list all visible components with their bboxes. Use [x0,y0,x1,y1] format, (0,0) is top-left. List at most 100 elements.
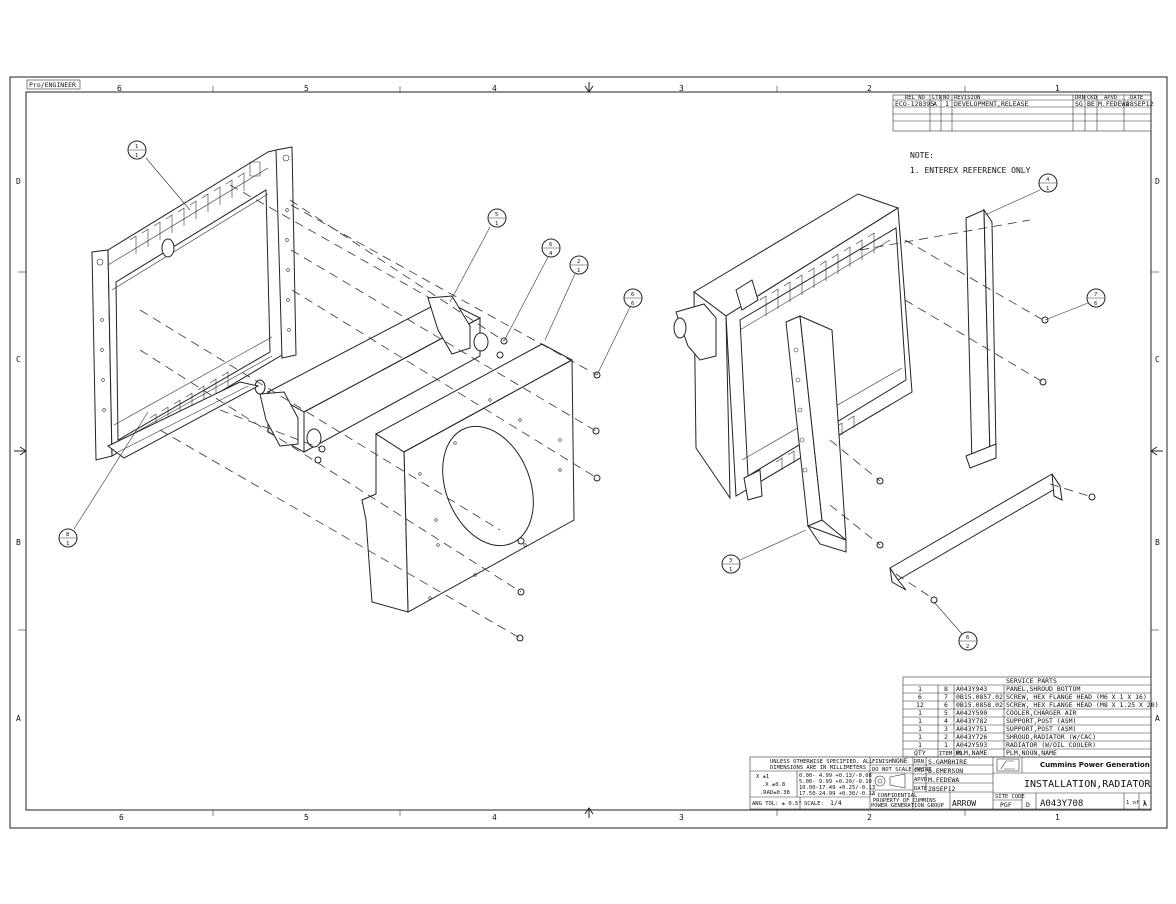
service-parts-row: 1 8 A043Y943 PANEL,SHROUD BOTTOM [918,685,1080,693]
rev-header: DRN [1075,95,1085,101]
svg-text:1: 1 [918,709,922,717]
tol-range: 0.00- 4.99 +0.13/-0.08 [799,773,872,779]
rev-header: REL NO [905,95,925,101]
svg-text:SUPPORT,POST (ASM): SUPPORT,POST (ASM) [1006,717,1076,725]
drn-name: S.GAMBHIRE [928,758,967,766]
tol-header: UNLESS OTHERWISE SPECIFIED, ALL [770,759,873,765]
projection-symbol-icon [874,773,906,789]
service-parts-row: 1 1 A042Y593 RADIATOR (W/OIL COOLER) [918,741,1096,749]
site-code: SITE CODE [995,794,1025,800]
service-parts-row: 12 6 0B15.0858.02 SCREW, HEX FLANGE HEAD… [916,701,1159,709]
svg-text:6: 6 [631,301,634,307]
svg-text:1: 1 [495,221,498,227]
svg-text:7: 7 [1094,292,1097,298]
zone-label: 3 [679,813,684,822]
confidential-line: PROPERTY OF CUMMINS [873,798,936,804]
svg-text:A043Y751: A043Y751 [956,725,987,733]
scale-label: SCALE: [804,801,824,807]
cummins-logo-icon [996,758,1020,772]
svg-text:12: 12 [916,701,924,709]
svg-text:PLM,NAME: PLM,NAME [956,749,987,757]
zone-label: 2 [867,84,872,93]
rev-header: NO [943,95,950,101]
zone-ticks [18,86,1159,816]
zone-label: B [16,538,21,547]
zone-label: 5 [304,84,309,93]
drawing-title: INSTALLATION,RADIATOR [1024,779,1151,790]
svg-text:QTY: QTY [914,749,926,757]
charge-air-cooler [259,295,489,453]
svg-text:1: 1 [918,733,922,741]
svg-text:5: 5 [495,212,498,218]
do-not-scale: DO NOT SCALE PRINT [872,767,932,773]
software-tag-box [26,79,81,90]
svg-text:2: 2 [966,644,969,650]
svg-text:1: 1 [135,144,138,150]
svg-text:COOLER,CHARGER AIR: COOLER,CHARGER AIR [1006,709,1077,717]
zone-labels-side: D C B A D C B A [16,177,1160,723]
rev-cell: 1 [945,100,949,108]
zone-labels-bottom: 6 5 4 3 2 1 [119,813,1060,822]
svg-text:0B15.0857.02: 0B15.0857.02 [956,693,1003,701]
svg-text:7: 7 [944,693,948,701]
apvd-label: APVD [914,777,927,783]
svg-text:SUPPORT,POST (ASM): SUPPORT,POST (ASM) [1006,725,1076,733]
svg-text:3: 3 [944,725,948,733]
zone-label: 3 [679,84,684,93]
svg-text:A043Y726: A043Y726 [956,733,987,741]
svg-text:1: 1 [1046,186,1049,192]
zone-label: A [16,714,21,723]
screws-left [314,337,601,642]
tol-range: 17.50-24.99 +0.30/-0.13 [799,791,875,797]
confidential-line: POWER GENERATION GROUP [871,803,945,809]
zone-label: A [1155,714,1160,723]
service-parts-row: 1 3 A043Y751 SUPPORT,POST (ASM) [918,725,1076,733]
svg-text:1: 1 [918,725,922,733]
zone-label: 6 [119,813,124,822]
drawing-number: A043Y708 [1040,799,1083,809]
svg-text:1: 1 [577,268,580,274]
svg-text:SHROUD,RADIATOR (W/CAC): SHROUD,RADIATOR (W/CAC) [1006,733,1096,741]
tol-header: DIMENSIONS ARE IN MILLIMETERS [770,765,866,771]
rev-cell: M.FEDEWA [1098,100,1129,108]
balloon-item-6a: 64 [503,238,561,342]
zone-label: B [1155,538,1160,547]
svg-text:4: 4 [944,717,948,725]
svg-text:PANEL,SHROUD BOTTOM: PANEL,SHROUD BOTTOM [1006,685,1080,693]
sheet-size: D [1026,801,1030,809]
rev-cell: ECO-128395 [895,100,934,108]
svg-text:1: 1 [918,685,922,693]
rev-cell: 28SEP12 [1126,100,1153,108]
explosion-lines-right [829,219,1093,599]
zone-label: 1 [1055,813,1060,822]
svg-text:A043Y782: A043Y782 [956,717,987,725]
svg-text:1: 1 [918,717,922,725]
svg-text:6: 6 [944,701,948,709]
notes-title: NOTE: [910,151,934,160]
centering-arrows [14,82,1163,818]
svg-text:6: 6 [966,635,969,641]
rev-cell: SG [1075,100,1083,108]
revision-block: REL NO LTR NO REVISION DRN CKD APVD DATE… [892,94,1153,132]
tol-x: X ±1 [756,774,769,780]
pgf-code: PGF [1000,801,1012,809]
title-block: UNLESS OTHERWISE SPECIFIED, ALL DIMENSIO… [749,756,1151,810]
radiator-shroud [361,343,575,613]
svg-text:SCREW, HEX FLANGE HEAD (M6 X: SCREW, HEX FLANGE HEAD (M6 X 1 X 16) [1006,693,1147,701]
radiator-left [91,146,297,461]
finish-label: FINISH [872,759,892,765]
zone-label: D [16,177,21,186]
service-parts-table: SERVICE PARTS 1 8 A043Y943 PANEL,SHROUD … [902,676,1159,758]
svg-text:ITEM NO: ITEM NO [939,751,962,757]
zone-label: 2 [867,813,872,822]
svg-text:A043Y943: A043Y943 [956,685,987,693]
svg-text:SCREW, HEX FLANGE HEAD (M8 X: SCREW, HEX FLANGE HEAD (M8 X 1.25 X 20) [1006,701,1159,709]
svg-text:6: 6 [549,242,552,248]
svg-text:2: 2 [944,733,948,741]
scale-value: 1/4 [830,799,842,807]
zone-labels-top: 6 5 4 3 2 1 [117,84,1060,93]
svg-text:8: 8 [944,685,948,693]
svg-text:A042Y593: A042Y593 [956,741,987,749]
rev-letter: A [1143,800,1147,808]
service-parts-row: 1 4 A043Y782 SUPPORT,POST (ASM) [918,717,1076,725]
